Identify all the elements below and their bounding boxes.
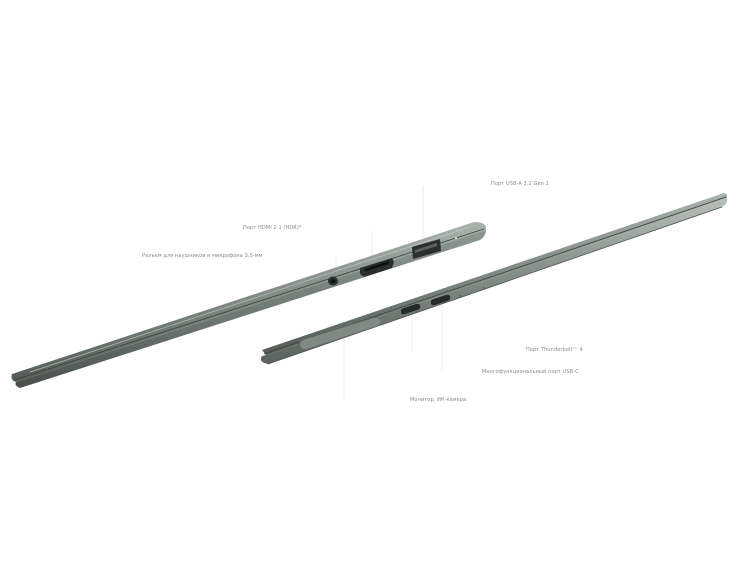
laptop-left-seam: [13, 228, 485, 381]
callout-audio-jack: Разъем для наушников и микрофона 3,5-мм: [142, 253, 263, 259]
laptop-right-lid: [262, 193, 728, 355]
port-mark-icon: [459, 295, 461, 297]
laptop-left-lid: [11, 222, 486, 382]
callout-leader-lines: [335, 186, 443, 400]
callout-thunderbolt: Порт Thunderbolt™ 4: [526, 347, 583, 353]
port-mark-icon-2: [483, 287, 485, 289]
callout-fingerprint: Монитор, ИК-камера: [410, 397, 467, 403]
usb-c-port-icon: [400, 303, 421, 315]
callout-usb-c: Многофункциональный порт USB-C: [482, 369, 579, 375]
fingerprint-reader-icon: [299, 317, 382, 350]
audio-jack-icon: [328, 276, 338, 286]
status-led-icon: [454, 236, 458, 240]
hdmi-port-icon: [360, 258, 394, 277]
thunderbolt-port-icon: [430, 294, 451, 306]
laptop-left-profile: [11, 222, 486, 388]
callout-hdmi: Порт HDMI 2.1 (HDR)*: [243, 225, 302, 231]
laptop-right-profile: [260, 193, 728, 365]
callout-usb-a: Порт USB-A 3.2 Gen 1: [491, 181, 549, 187]
laptop-right-lower-edge: [267, 206, 723, 365]
usb-a-port-icon: [412, 239, 441, 259]
laptop-left-highlight: [29, 226, 471, 373]
